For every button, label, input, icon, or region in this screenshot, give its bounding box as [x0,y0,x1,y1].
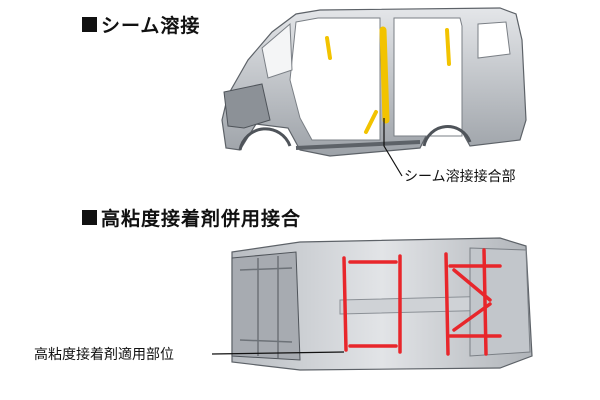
callout-leader-line [211,351,345,355]
seam-weld-line [364,110,378,134]
front-wheel-arch [238,127,292,151]
seam-weld-line [379,26,390,124]
adhesive-marks [342,248,502,356]
rear-door-opening [393,17,463,137]
rear-wheel-arch [422,125,472,147]
front-subframe [231,251,301,361]
adhesive-line [342,256,348,352]
callout-adhesive-area: 高粘度接着剤適用部位 [34,346,174,364]
underbody-top-view [211,237,533,371]
rear-floor [469,247,531,357]
section-heading-adhesive-bonding: 高粘度接着剤併用接合 [82,204,301,231]
side-sill [295,140,421,150]
engine-bay [223,83,271,129]
front-door-opening [289,17,381,141]
callout-seam-weld-joint: シーム溶接接合部 [404,168,516,186]
section-heading-text: シーム溶接 [101,15,201,37]
front-frame-rails [239,256,293,358]
seam-weld-line [445,28,451,66]
frame-rail [239,267,293,271]
frame-rail [239,339,293,343]
seam-weld-line [325,36,332,60]
windshield-pillar [261,22,293,79]
section-heading-text: 高粘度接着剤併用接合 [101,208,302,230]
seam-weld-marks [325,26,451,134]
section-heading-seam-welding: シーム溶接 [82,11,200,38]
square-bullet-icon [82,210,97,225]
adhesive-line [452,302,492,332]
body-side-view [221,7,527,177]
adhesive-line [444,252,450,356]
rear-quarter-window [477,21,511,59]
square-bullet-icon [82,17,97,32]
callout-leader-line [383,118,403,177]
adhesive-line [452,268,492,302]
